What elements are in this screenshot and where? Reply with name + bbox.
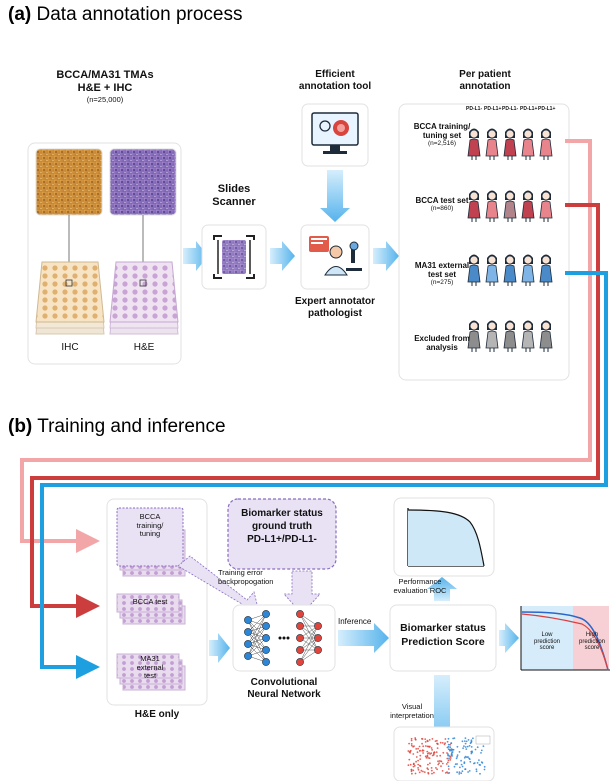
low-score-label: Low prediction score <box>533 632 560 652</box>
roc-label: Performance evaluation ROC <box>393 577 447 595</box>
he-label: H&E <box>133 342 155 353</box>
patient-figure <box>503 128 517 160</box>
arrow-inference <box>338 623 389 653</box>
patient-figure <box>521 254 535 286</box>
per-patient-panel <box>398 103 570 381</box>
arrow-to-score-chart <box>499 623 519 653</box>
group-label-test: BCCA test set (n=860) <box>415 196 469 213</box>
patient-figure <box>521 190 535 222</box>
scanner-label: Slides Scanner <box>212 183 256 208</box>
arrow-to-per-patient <box>373 241 399 271</box>
patient-figure <box>485 254 499 286</box>
route-line-training <box>20 139 592 553</box>
stack-label-external: MA31 external test <box>136 654 164 681</box>
patient-figure <box>539 254 553 286</box>
patient-figure <box>503 254 517 286</box>
patient-figure <box>485 320 499 352</box>
tma-count: (n=25,000) <box>86 95 124 104</box>
patient-figure <box>539 190 553 222</box>
arrow-tool-down <box>320 170 350 222</box>
patient-figure <box>467 190 481 222</box>
visual-label: Visual interpretation <box>390 702 434 720</box>
pd-l1-header: PD-L1- <box>466 106 483 112</box>
backprop-label: Training error backpropogation <box>218 568 274 586</box>
arrow-to-roc <box>427 577 457 601</box>
visual-interpretation-box <box>393 726 495 781</box>
pathologist-icon <box>309 236 362 276</box>
patient-figure <box>485 190 499 222</box>
per-patient-title: Per patient annotation <box>459 69 511 92</box>
ground-truth-label: Biomarker status ground truth PD-L1+/PD-… <box>241 508 323 545</box>
tsne-scatter <box>407 735 491 775</box>
patient-figure <box>521 320 535 352</box>
group-label-training: BCCA training/tuning set (n=2,516) <box>413 122 471 148</box>
test-stack <box>116 593 186 625</box>
patient-figure <box>467 128 481 160</box>
inference-label: Inference <box>338 617 372 626</box>
ihc-label: IHC <box>61 342 79 353</box>
training-stack <box>116 507 186 577</box>
prediction-score-label: Biomarker status Prediction Score <box>400 622 486 648</box>
high-score-label: High prediction score <box>578 632 605 652</box>
annotation-tool-label: Efficient annotation tool <box>298 69 372 92</box>
he-only-label: H&E only <box>134 709 180 720</box>
cnn-label: Convolutional Neural Network <box>247 677 321 700</box>
stack-label-training: BCCA training/ tuning <box>136 512 164 539</box>
pd-l1-header: PD-L1+ <box>484 106 502 112</box>
patient-figure <box>503 320 517 352</box>
pd-l1-header: PD-L1- <box>502 106 519 112</box>
roc-curve <box>407 508 485 567</box>
patient-figure <box>503 190 517 222</box>
arrow-to-cnn <box>209 633 230 663</box>
route-line-external <box>40 271 608 679</box>
stack-label-test: BCCA test <box>132 597 168 606</box>
pd-l1-header: PD-L1+ <box>538 106 556 112</box>
annotator-label: Expert annotator pathologist <box>294 296 375 319</box>
section-a-title: (a) Data annotation process <box>8 4 243 25</box>
external-stack <box>116 653 186 691</box>
pd-l1-header: PD-L1+ <box>520 106 538 112</box>
arrow-to-annotator <box>270 241 295 271</box>
patient-figure <box>467 320 481 352</box>
gt-to-cnn-arrow <box>283 570 321 615</box>
he-tma-stack <box>109 261 179 335</box>
score-distribution-chart <box>520 606 610 671</box>
patient-figure <box>485 128 499 160</box>
ground-truth-box <box>227 498 337 570</box>
scanner-icon <box>213 235 255 279</box>
patient-figure <box>539 128 553 160</box>
section-b-title: (b) Training and inference <box>8 416 226 437</box>
he-core-image <box>109 148 177 216</box>
prediction-score-box <box>389 604 497 672</box>
cnn-icon <box>244 610 322 666</box>
ihc-tma-stack <box>35 261 105 335</box>
patient-figure <box>539 320 553 352</box>
ihc-core-image <box>35 148 103 216</box>
patient-figures <box>467 128 553 352</box>
patient-figure <box>521 128 535 160</box>
patient-figure <box>467 254 481 286</box>
tma-title: BCCA/MA31 TMAs H&E + IHC <box>56 69 154 94</box>
monitor-icon <box>311 112 359 154</box>
